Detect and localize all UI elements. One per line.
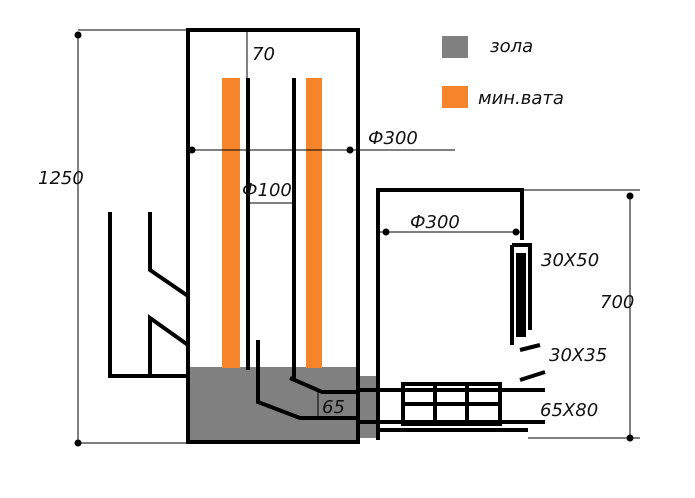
label-30x35: 30X35 bbox=[549, 345, 608, 366]
riser-outline bbox=[186, 28, 360, 444]
label-inner-diameter: Ф100 bbox=[242, 180, 292, 201]
label-65: 65 bbox=[322, 397, 345, 418]
label-chamber-diameter: Ф300 bbox=[410, 212, 460, 233]
label-riser-diameter: Ф300 bbox=[368, 128, 418, 149]
label-700: 700 bbox=[600, 292, 635, 313]
legend-label-wool: мин.вата bbox=[478, 88, 564, 109]
legend-label-ash: зола bbox=[490, 36, 534, 57]
grate-bend bbox=[256, 340, 358, 420]
baffle bbox=[510, 243, 532, 345]
label-70: 70 bbox=[252, 44, 275, 65]
ash-fill bbox=[190, 367, 356, 440]
legend-swatch-wool bbox=[442, 86, 468, 108]
slot-lips bbox=[519, 343, 546, 382]
label-1250: 1250 bbox=[38, 168, 84, 189]
insulation-right bbox=[306, 78, 322, 368]
fuel-inlet bbox=[108, 212, 190, 378]
legend-swatch-ash bbox=[442, 36, 468, 58]
ash-fill-joint bbox=[358, 376, 378, 438]
label-65x80: 65X80 bbox=[540, 400, 599, 421]
grate-grid bbox=[403, 384, 500, 424]
chamber-outline bbox=[376, 188, 524, 440]
label-30x50: 30X50 bbox=[541, 250, 600, 271]
baffle-core bbox=[516, 253, 526, 337]
insulation-left bbox=[222, 78, 240, 368]
